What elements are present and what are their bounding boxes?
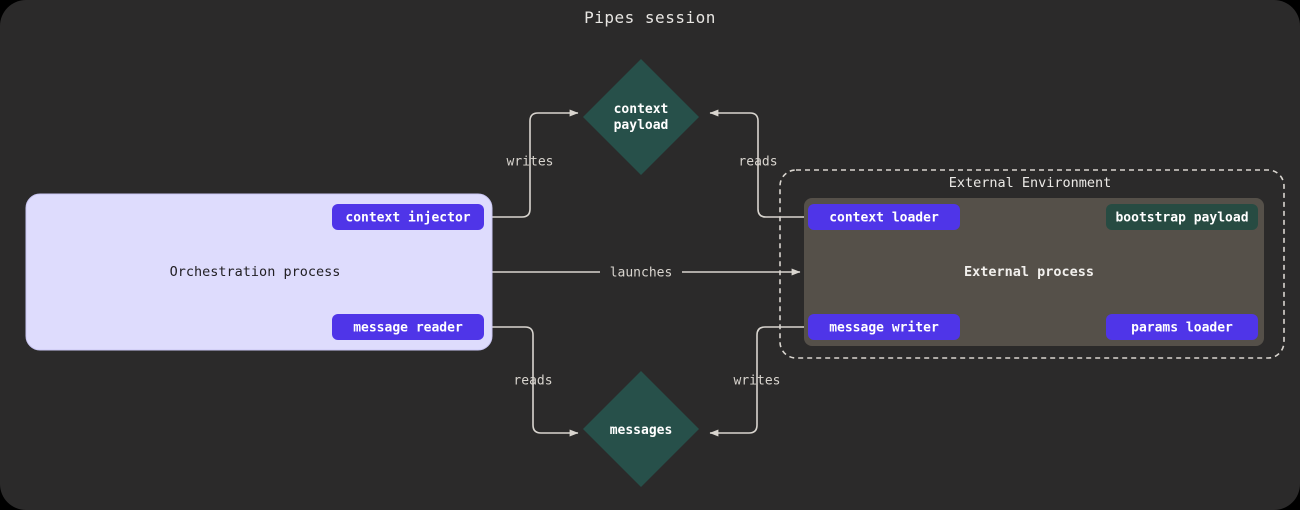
edge-orchestration-launches-external: launches xyxy=(492,263,801,281)
cluster-orchestration-process: Orchestration process xyxy=(25,193,493,351)
bootstrap-payload-box[interactable] xyxy=(1106,204,1258,230)
node-bootstrap-payload[interactable]: bootstrap payload xyxy=(1106,204,1258,230)
messages-label: messages xyxy=(610,423,673,438)
edge-label-writes-messages: writes xyxy=(734,374,781,389)
external-environment-label: External Environment xyxy=(949,175,1112,191)
node-message-reader[interactable]: message reader xyxy=(332,314,484,340)
bootstrap-payload-label: bootstrap payload xyxy=(1115,211,1248,226)
message-writer-label: message writer xyxy=(829,321,939,336)
node-context-injector[interactable]: context injector xyxy=(332,204,484,230)
node-message-writer[interactable]: message writer xyxy=(808,314,960,340)
edge-label-launches: launches xyxy=(610,266,673,281)
context-loader-label: context loader xyxy=(829,211,939,226)
message-reader-box[interactable] xyxy=(332,314,484,340)
context-injector-label: context injector xyxy=(345,211,470,226)
node-context-loader[interactable]: context loader xyxy=(808,204,960,230)
orchestration-process-label: Orchestration process xyxy=(170,264,341,280)
external-environment-box xyxy=(779,169,1285,359)
asset-messages[interactable]: messages xyxy=(583,371,699,487)
asset-context-payload[interactable]: context payload xyxy=(583,59,699,175)
node-params-loader[interactable]: params loader xyxy=(1106,314,1258,340)
edge-label-reads-context: reads xyxy=(738,155,777,170)
edge-context-loader-reads-context-payload: reads xyxy=(709,109,808,218)
edge-context-injector-writes-context-payload: writes xyxy=(492,109,579,218)
edge-label-reads-messages: reads xyxy=(513,374,552,389)
edge-message-reader-reads-messages: reads xyxy=(492,326,579,437)
external-process-label: External process xyxy=(964,264,1094,280)
message-writer-box[interactable] xyxy=(808,314,960,340)
orchestration-process-box xyxy=(25,193,493,351)
context-payload-label-line-1: context xyxy=(614,102,669,117)
edge-label-backing xyxy=(600,263,682,281)
params-loader-label: params loader xyxy=(1131,321,1233,336)
context-payload-diamond[interactable] xyxy=(583,59,699,175)
edge-label-writes-context: writes xyxy=(507,155,554,170)
external-process-box xyxy=(804,198,1264,346)
page-title: Pipes session xyxy=(584,8,716,27)
edge-message-writer-writes-messages: writes xyxy=(709,326,808,437)
messages-diamond[interactable] xyxy=(583,371,699,487)
context-loader-box[interactable] xyxy=(808,204,960,230)
message-reader-label: message reader xyxy=(353,321,463,336)
cluster-external-environment: External Environment External process xyxy=(779,169,1285,359)
context-injector-box[interactable] xyxy=(332,204,484,230)
params-loader-box[interactable] xyxy=(1106,314,1258,340)
context-payload-label-line-2: payload xyxy=(614,118,669,133)
